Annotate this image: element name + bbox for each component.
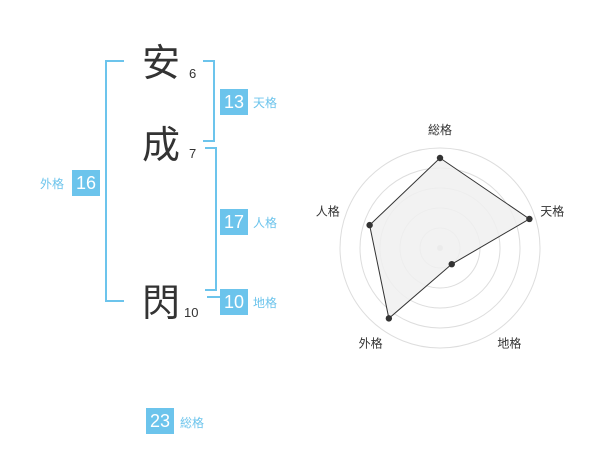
radar-axis-label: 外格 bbox=[359, 335, 383, 350]
stroke-count-1: 6 bbox=[189, 66, 197, 81]
soukaku-label: 総格 bbox=[180, 416, 205, 430]
gaikaku-bracket bbox=[105, 60, 124, 302]
tenkaku-value-badge: 13 bbox=[220, 89, 248, 115]
radar-polygon bbox=[369, 157, 531, 320]
jinkaku-value-badge: 17 bbox=[220, 209, 248, 235]
soukaku-value-badge: 23 bbox=[146, 408, 174, 434]
radar-axis-label: 総格 bbox=[428, 122, 452, 137]
name-char-1: 安 bbox=[142, 41, 181, 85]
chikaku-label: 地格 bbox=[253, 296, 278, 310]
tenkaku-label: 天格 bbox=[253, 96, 278, 110]
radar-axis-label: 地格 bbox=[497, 335, 521, 350]
tenkaku-bracket bbox=[203, 60, 215, 142]
jinkaku-label: 人格 bbox=[253, 216, 278, 230]
radar-point bbox=[448, 260, 455, 268]
stroke-count-2: 7 bbox=[189, 146, 197, 161]
radar-point bbox=[526, 215, 533, 223]
stroke-count-3: 10 bbox=[184, 305, 199, 320]
chikaku-connector bbox=[207, 296, 221, 298]
radar-axis-label: 天格 bbox=[540, 204, 564, 219]
jinkaku-bracket bbox=[205, 147, 217, 291]
chikaku-value-badge: 10 bbox=[220, 289, 248, 315]
gaikaku-label: 外格 bbox=[40, 177, 65, 191]
radar-point bbox=[385, 315, 393, 322]
name-char-2: 成 bbox=[142, 123, 181, 167]
radar-point bbox=[436, 154, 444, 162]
radar-point bbox=[366, 221, 373, 229]
name-char-3: 閃 bbox=[142, 281, 181, 325]
radar-axis-label: 人格 bbox=[316, 204, 340, 219]
gaikaku-value-badge: 16 bbox=[72, 170, 100, 196]
